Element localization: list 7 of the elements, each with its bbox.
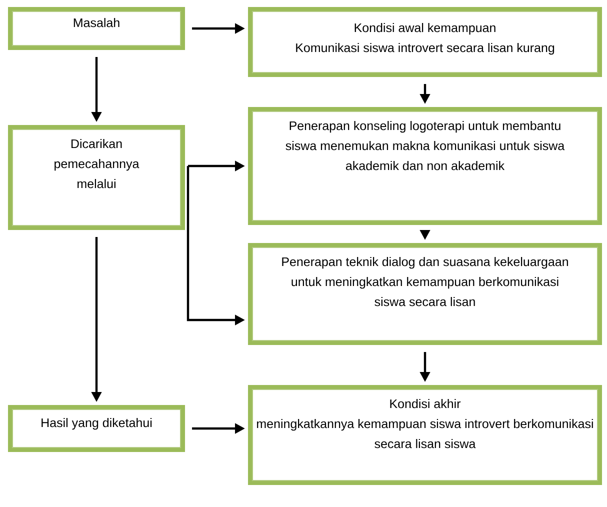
- process-box: Hasil yang diketahui: [8, 405, 185, 452]
- process-box: Masalah: [8, 7, 185, 50]
- process-box: Kondisi akhir meningkatkannya kemampuan siswa introvert berkomunikasi secara lisan siswa: [248, 385, 602, 485]
- process-box: Dicarikan pemecahannya melalui: [8, 125, 185, 230]
- process-box: Kondisi awal kemampuan Komunikasi siswa introvert secara lisan kurang: [248, 7, 602, 77]
- process-box: Penerapan konseling logoterapi untuk membantu siswa menemukan makna komunikasi untuk siswa akademik dan non akademik: [248, 107, 602, 225]
- process-box: Penerapan teknik dialog dan suasana kekeluargaan untuk meningkatkan kemampuan berkomunikasi siswa secara lisan: [248, 243, 602, 345]
